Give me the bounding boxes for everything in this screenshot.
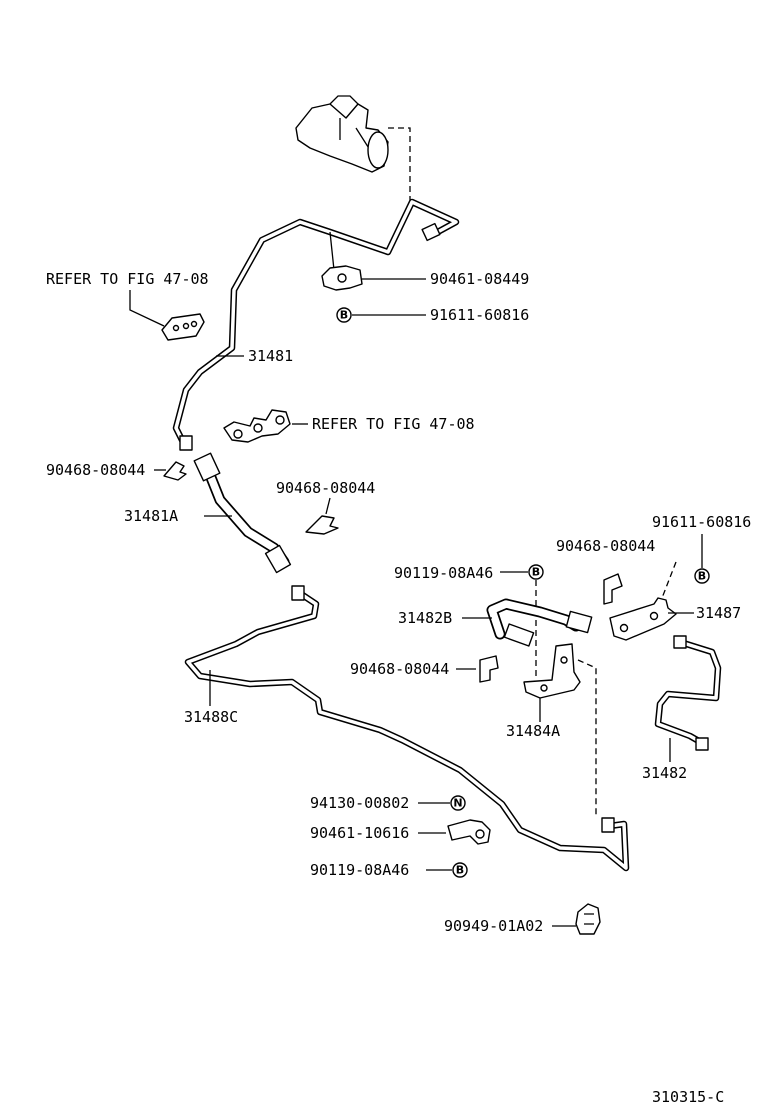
guide-line [388, 127, 411, 204]
callout-31482: 31482 [642, 764, 687, 782]
brake-hose-31482B [486, 598, 593, 647]
clip-part-90949-01A02 [575, 903, 601, 935]
clamp-part-90461-10616 [447, 819, 491, 845]
brake-hose-31481A [193, 452, 292, 574]
clip-part-90468-08044-c [603, 573, 623, 605]
bracket-part-31484A [523, 643, 581, 699]
svg-text:B: B [456, 864, 464, 877]
brake-pipe-31481 [172, 198, 460, 451]
svg-text:N: N [453, 797, 462, 810]
marker-n-nut: N [450, 795, 466, 811]
brake-pipe-31488C [184, 585, 630, 872]
callout-90119-08A46-b: 90119-08A46 [310, 861, 409, 879]
callout-91611-60816-a: 91611-60816 [430, 306, 529, 324]
callout-90468-08044-d: 90468-08044 [350, 660, 449, 678]
junction-block-part [161, 313, 205, 341]
callout-31487: 31487 [696, 604, 741, 622]
refer-to-fig-label-top: REFER TO FIG 47-08 [46, 270, 209, 288]
junction-cluster-part [223, 409, 291, 443]
figure-code: 310315-C [652, 1088, 724, 1106]
marker-b-bolt: B [528, 564, 544, 580]
callout-31484A: 31484A [506, 722, 560, 740]
clip-part-90468-08044-b [305, 515, 339, 535]
svg-text:B: B [532, 566, 540, 579]
svg-text:B: B [340, 309, 348, 322]
callout-90949-01A02: 90949-01A02 [444, 917, 543, 935]
clamp-part-90461-08449 [321, 265, 363, 291]
bracket-part-31487 [609, 597, 677, 641]
callout-90461-08449: 90461-08449 [430, 270, 529, 288]
callout-91611-60816-b: 91611-60816 [652, 513, 751, 531]
callout-90468-08044-a: 90468-08044 [46, 461, 145, 479]
callout-31482B: 31482B [398, 609, 452, 627]
callout-31488C: 31488C [184, 708, 238, 726]
callout-31481: 31481 [248, 347, 293, 365]
clip-part-90468-08044-a [163, 461, 187, 481]
refer-to-fig-label-mid: REFER TO FIG 47-08 [312, 415, 475, 433]
callout-90119-08A46-a: 90119-08A46 [394, 564, 493, 582]
callout-90461-10616: 90461-10616 [310, 824, 409, 842]
marker-b-bolt: B [336, 307, 352, 323]
callout-31481A: 31481A [124, 507, 178, 525]
clip-part-90468-08044-d [479, 655, 499, 683]
brake-pipe-31482 [654, 635, 722, 751]
callout-94130-00802: 94130-00802 [310, 794, 409, 812]
leader [329, 231, 335, 271]
callout-90468-08044-b: 90468-08044 [276, 479, 375, 497]
marker-b-bolt: B [452, 862, 468, 878]
svg-text:B: B [698, 570, 706, 583]
master-cylinder-part [295, 95, 389, 173]
marker-b-bolt: B [694, 568, 710, 584]
callout-90468-08044-c: 90468-08044 [556, 537, 655, 555]
